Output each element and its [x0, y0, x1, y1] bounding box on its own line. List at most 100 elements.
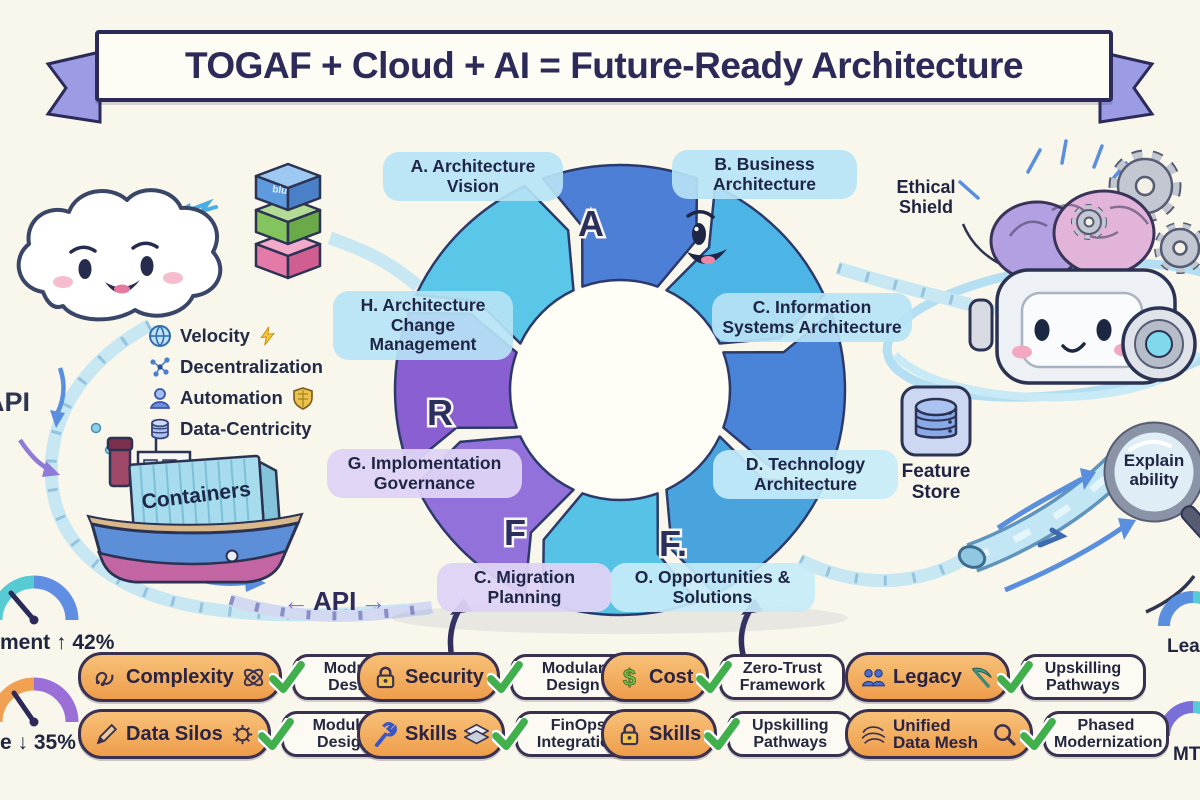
globe-icon	[148, 324, 172, 348]
list-item: Velocity	[148, 322, 323, 349]
check-icon	[257, 718, 294, 750]
gauge-cost	[0, 677, 79, 727]
ribbon-fold-right	[1098, 50, 1155, 124]
phase-label-c: C. Information Systems Architecture	[712, 293, 912, 343]
feature-store-icon	[900, 385, 972, 457]
robot-smile	[1061, 342, 1086, 353]
badge-row: Unified Data Mesh Phased Modernization	[845, 709, 1169, 759]
cloud-pipe	[44, 319, 434, 622]
robot-cheek	[1012, 345, 1032, 359]
knot-icon	[241, 665, 266, 690]
gauge-label: e ↓ 35%	[0, 731, 76, 754]
lightning-bolt-icon	[258, 326, 278, 346]
container-box: Containers	[128, 454, 282, 532]
phase-label-d: D. Technology Architecture	[713, 450, 898, 500]
driver-label: Decentralization	[180, 355, 323, 377]
check-icon	[492, 718, 529, 750]
wrench-icon	[373, 721, 398, 747]
gauge-lead-time	[1158, 591, 1200, 627]
api-label-center: ← API →	[283, 586, 387, 616]
api-label-left: API	[0, 387, 31, 417]
svg-text:$: $	[623, 665, 636, 690]
gear-icon	[1154, 222, 1200, 274]
gauge-label: MTT	[1173, 744, 1200, 765]
badge-group-2: Security Modular Design Skills FinOps In…	[357, 652, 642, 759]
list-item: Automation	[148, 384, 323, 411]
person-icon	[148, 386, 172, 410]
solution-pill: Zero-Trust Framework	[719, 653, 846, 701]
feature-store-label: Feature Store	[901, 461, 971, 503]
porthole	[225, 549, 239, 563]
page-title: TOGAF + Cloud + AI = Future-Ready Archit…	[184, 45, 1024, 86]
ethical-shield-label: Ethical Shield	[896, 177, 956, 217]
magnifier-handle	[1180, 505, 1200, 545]
driver-label: Velocity	[180, 324, 250, 346]
left-arrow-icon: ←	[283, 586, 309, 616]
check-icon	[268, 661, 305, 693]
badge-group-4: Legacy Upskilling Pathways Unified Data …	[845, 652, 1169, 759]
block-label: blu	[272, 184, 288, 197]
cloud-drivers-list: Velocity Decentralization Automation Dat…	[148, 322, 323, 442]
phase-label-a: A. Architecture Vision	[383, 152, 563, 202]
explainability-label: Explain ability	[1123, 451, 1185, 489]
cloud-brow	[69, 245, 97, 254]
badge-row: Data Silos Modular Design	[78, 709, 418, 759]
check-icon	[486, 661, 523, 693]
gauge-deployment	[0, 575, 79, 625]
cloud-cheek	[53, 276, 73, 288]
cloud-character	[16, 188, 223, 322]
tangle-icon	[94, 665, 119, 690]
solution-pill: Upskilling Pathways	[1019, 653, 1146, 701]
badge-group-1: Complexity Modular Design Data Silos Mod…	[78, 652, 418, 759]
robot-ear-left	[968, 298, 994, 352]
people-icon	[861, 665, 886, 690]
solution-pill: Upskilling Pathways	[727, 710, 854, 758]
robot-eye	[1034, 319, 1050, 341]
network-nodes-icon	[148, 355, 172, 379]
phase-label-g: G. Implomentation Governance	[327, 449, 522, 499]
badge-row: Security Modular Design	[357, 652, 641, 702]
shield-badge-icon	[291, 386, 315, 410]
phase-label-f: C. Migration Planning	[437, 563, 612, 613]
phase-label-b: B. Business Architecture	[672, 150, 857, 200]
title-banner: TOGAF + Cloud + AI = Future-Ready Archit…	[95, 30, 1113, 102]
pickaxe-icon	[969, 665, 994, 690]
ai-robot	[968, 149, 1200, 385]
layers-icon	[464, 722, 490, 747]
container-ship: Containers	[86, 434, 304, 584]
driver-label: Data-Centricity	[180, 417, 312, 439]
solution-pill: Phased Modernization	[1043, 710, 1169, 758]
mesh-icon	[861, 722, 886, 747]
cloud-eye	[78, 259, 92, 279]
robot-ear-right	[1121, 306, 1197, 382]
check-icon	[704, 718, 741, 750]
badge-row: Legacy Upskilling Pathways	[845, 652, 1169, 702]
check-icon	[1020, 718, 1056, 750]
spark-lines	[958, 139, 1128, 200]
database-icon	[148, 417, 172, 441]
gear-icon	[1071, 204, 1107, 240]
water-drop	[90, 422, 102, 434]
gauge-label: ment ↑ 42%	[0, 631, 115, 654]
badge-row: Skills FinOps Integration	[357, 709, 642, 759]
ring-pipes	[327, 231, 997, 587]
pencil-icon	[94, 722, 119, 747]
badge-row: Skills Upskilling Pathways	[601, 709, 854, 759]
badge-group-3: $Cost Zero-Trust Framework Skills Upskil…	[601, 652, 854, 759]
gauge-label: Lead T	[1167, 636, 1200, 657]
magnifier-icon	[992, 722, 1017, 747]
data-pipe	[957, 454, 1129, 573]
phase-label-e: O. Opportunities & Solutions	[610, 563, 815, 613]
gear-knot-icon	[230, 722, 255, 747]
right-arrow-icon: →	[360, 586, 387, 616]
badge-row: Complexity Modular Design	[78, 652, 418, 702]
phase-label-h: H. Architecture Change Management	[333, 291, 513, 360]
driver-label: Automation	[180, 386, 283, 408]
lock-icon	[617, 722, 642, 747]
check-icon	[696, 661, 733, 693]
cloud-smile	[105, 280, 140, 294]
explainability-magnifier	[1103, 421, 1200, 545]
list-item: Data-Centricity	[148, 415, 323, 442]
lock-icon	[373, 665, 398, 690]
